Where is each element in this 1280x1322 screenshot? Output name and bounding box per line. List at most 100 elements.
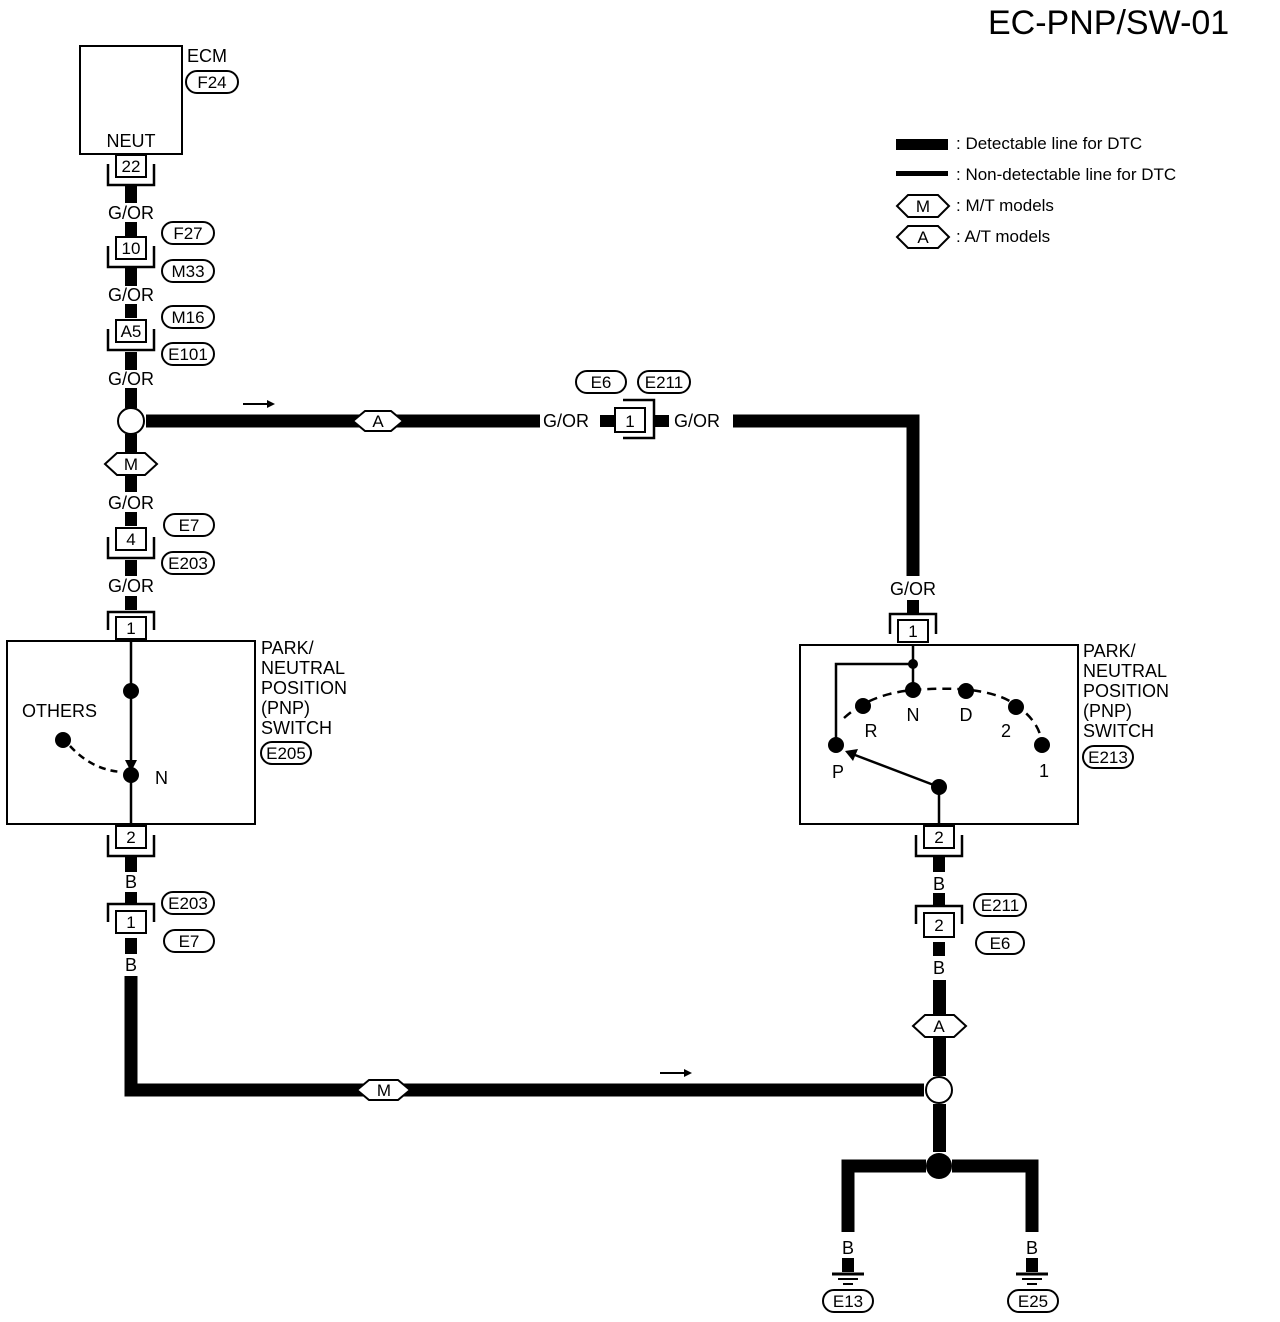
switch-pin-number: 2: [126, 828, 135, 847]
ground-connector-text: E25: [1018, 1292, 1048, 1311]
connector-tag-text: E7: [179, 932, 200, 951]
mt-marker-text: M: [377, 1081, 391, 1100]
switch-name: PARK/: [261, 638, 314, 658]
connector-tag: [163, 513, 215, 537]
ground-connector-text: E13: [833, 1292, 863, 1311]
switch-contact-p: [828, 737, 844, 753]
switch-connector-text: E213: [1088, 748, 1128, 767]
switch-label-r: R: [865, 721, 878, 741]
connector-pin-number: 1: [625, 412, 634, 431]
page-title: EC-PNP/SW-01: [988, 4, 1229, 42]
switch-name: (PNP): [261, 698, 310, 718]
wire-color-label: B: [125, 955, 137, 975]
splice-node: [926, 1153, 952, 1179]
connector-tag-text: E6: [990, 934, 1011, 953]
wire-top-right: [733, 414, 920, 576]
wire-color-label: G/OR: [108, 285, 154, 305]
legend: : Detectable line for DTC : Non-detectab…: [895, 134, 1176, 249]
connector-tag-text: M16: [171, 308, 204, 327]
ecm-label: ECM: [187, 46, 227, 66]
switch-pin-box: [115, 616, 147, 640]
ecm-terminal-box: [115, 154, 147, 178]
wire-color-label: G/OR: [108, 203, 154, 223]
connector-pin-box: [115, 236, 147, 260]
wire-color-label: G/OR: [108, 576, 154, 596]
switch-pin-box: [923, 825, 955, 849]
connector-tag-text: E7: [179, 516, 200, 535]
junction-node: [925, 1076, 953, 1104]
wire-color-label: B: [933, 958, 945, 978]
connector-pin-number: 2: [934, 916, 943, 935]
switch-contact: [123, 683, 139, 699]
switch-name: SWITCH: [1083, 721, 1154, 741]
connector-pin-number: 1: [126, 913, 135, 932]
switch-label-d: D: [960, 705, 973, 725]
connector-tag: [161, 891, 215, 915]
connector-tag-text: E203: [168, 894, 208, 913]
legend-mt-symbol-text: M: [916, 197, 930, 216]
ecm-connector-tag: [185, 70, 239, 94]
legend-at-symbol: [895, 225, 951, 249]
connector-tag-text: F27: [173, 224, 202, 243]
ecm-box: [79, 45, 183, 155]
ground-connector-tag: [822, 1289, 874, 1313]
legend-at-text: : A/T models: [956, 227, 1050, 246]
connector-pin-box: [115, 319, 147, 343]
wire-color-label: B: [125, 872, 137, 892]
connector-pin-box: [614, 407, 646, 433]
switch-name: SWITCH: [261, 718, 332, 738]
connector-pin-box: [115, 910, 147, 934]
switch-pin-number: 1: [126, 619, 135, 638]
junction-node: [117, 407, 145, 435]
connector-tag: [161, 551, 215, 575]
wire-color-label: G/OR: [674, 411, 720, 431]
at-marker-text: A: [933, 1017, 945, 1036]
connector-tag: [975, 931, 1025, 955]
connector-tag-text: E203: [168, 554, 208, 573]
switch-pin-number: 1: [908, 622, 917, 641]
connector-pin-number: A5: [121, 322, 142, 341]
switch-label-p: P: [832, 762, 844, 782]
ecm-terminal-label: NEUT: [107, 131, 156, 151]
switch-name: POSITION: [261, 678, 347, 698]
connector-pin-number: 4: [126, 530, 135, 549]
at-marker: [911, 1014, 968, 1038]
switch-contact-n: [905, 682, 921, 698]
wire-color-label: B: [933, 874, 945, 894]
switch-label-n: N: [155, 768, 168, 788]
switch-contact-r: [855, 698, 871, 714]
at-marker-text: A: [372, 412, 384, 431]
mt-marker-text: M: [124, 455, 138, 474]
connector-tag: [161, 221, 215, 245]
legend-mt-symbol: [895, 194, 951, 218]
legend-mt-text: : M/T models: [956, 196, 1054, 215]
switch-connector-tag: [260, 741, 312, 765]
switch-contact-d: [958, 683, 974, 699]
wire-color-label: B: [842, 1238, 854, 1258]
connector-tag-text: E101: [168, 345, 208, 364]
connector-tag: [637, 370, 691, 394]
switch-name: NEUTRAL: [1083, 661, 1167, 681]
mt-marker: [355, 1079, 412, 1101]
wire-color-label: G/OR: [543, 411, 589, 431]
wire-color-label: B: [1026, 1238, 1038, 1258]
switch-name: NEUTRAL: [261, 658, 345, 678]
switch-label-1: 1: [1039, 761, 1049, 781]
switch-label-2: 2: [1001, 721, 1011, 741]
connector-tag: [575, 370, 627, 394]
connector-tag-text: M33: [171, 262, 204, 281]
switch-pin-number: 2: [934, 828, 943, 847]
connector-tag: [161, 342, 215, 366]
connector-tag-text: E211: [645, 373, 683, 392]
connector-pin-box: [923, 912, 955, 938]
ground-connector-tag: [1007, 1289, 1059, 1313]
switch-pin-box: [897, 619, 929, 643]
wire-color-label: G/OR: [108, 369, 154, 389]
switch-connector-text: E205: [266, 744, 306, 763]
connector-pin-box: [115, 527, 147, 551]
connector-tag: [163, 929, 215, 953]
switch-name: (PNP): [1083, 701, 1132, 721]
connector-tag: [161, 259, 215, 283]
wire-left-bottom: [124, 976, 924, 1097]
switch-label-others: OTHERS: [22, 701, 97, 721]
